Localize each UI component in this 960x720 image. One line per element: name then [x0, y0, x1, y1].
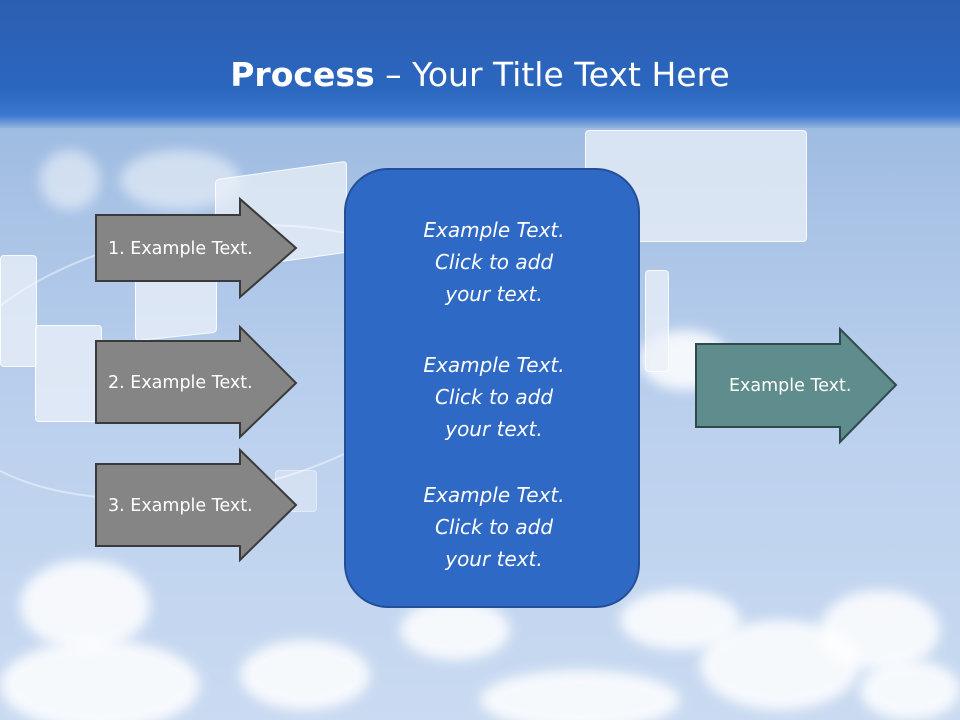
center-paragraph-3: Example Text. Click to add your text. [346, 479, 642, 575]
right-arrow[interactable]: Example Text. [695, 326, 898, 445]
arrow-shape [95, 447, 298, 563]
arrow-shape [95, 196, 298, 300]
left-arrow-1[interactable]: 1. Example Text. [95, 196, 298, 301]
left-arrow-label: 2. Example Text. [108, 373, 253, 393]
arrow-shape [695, 326, 898, 445]
center-text-box[interactable]: Example Text. Click to add your text. Ex… [344, 168, 640, 608]
left-arrow-label: 3. Example Text. [108, 496, 253, 516]
para-line-2: Click to add [434, 515, 554, 539]
title-bold-part: Process [230, 55, 375, 94]
para-line-1: Example Text. [423, 353, 565, 377]
arrow-shape [95, 324, 298, 440]
slide-title[interactable]: Process – Your Title Text Here [0, 55, 960, 95]
para-line-3: your text. [445, 417, 543, 441]
para-line-1: Example Text. [423, 483, 565, 507]
left-arrow-label: 1. Example Text. [108, 239, 253, 259]
title-bar [0, 0, 960, 128]
para-line-3: your text. [445, 282, 543, 306]
para-line-2: Click to add [434, 385, 554, 409]
para-line-2: Click to add [434, 250, 554, 274]
center-paragraph-1: Example Text. Click to add your text. [346, 214, 642, 310]
title-rest-part: – Your Title Text Here [374, 55, 730, 94]
para-line-3: your text. [445, 547, 543, 571]
left-arrow-2[interactable]: 2. Example Text. [95, 324, 298, 441]
left-arrow-3[interactable]: 3. Example Text. [95, 447, 298, 564]
right-arrow-label: Example Text. [729, 376, 852, 396]
para-line-1: Example Text. [423, 218, 565, 242]
center-paragraph-2: Example Text. Click to add your text. [346, 349, 642, 445]
